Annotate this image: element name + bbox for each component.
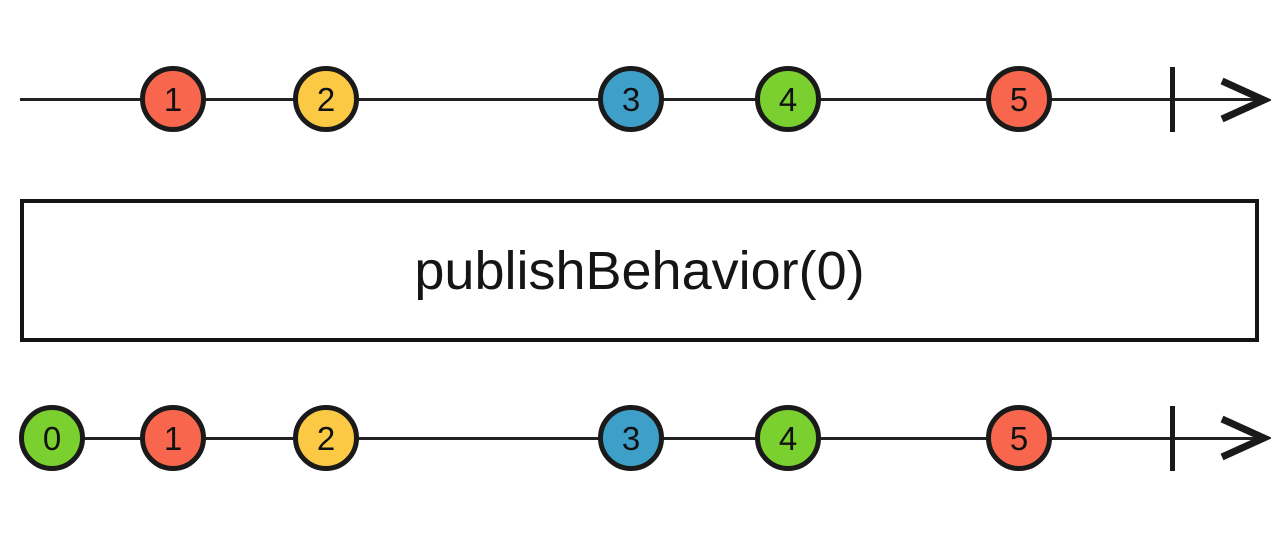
marble-label: 5 xyxy=(1009,80,1029,118)
marble-label: 4 xyxy=(778,80,798,118)
marble-label: 3 xyxy=(621,80,641,118)
marble-label: 1 xyxy=(163,419,183,457)
output-arrowhead-icon xyxy=(1220,415,1271,461)
marble-4: 4 xyxy=(755,405,821,471)
marble-5: 5 xyxy=(986,405,1052,471)
marble-2[interactable]: 2 xyxy=(293,66,359,132)
output-end-tick xyxy=(1169,406,1175,471)
marble-5[interactable]: 5 xyxy=(986,66,1052,132)
marble-3: 3 xyxy=(598,405,664,471)
marble-1: 1 xyxy=(140,405,206,471)
marble-4[interactable]: 4 xyxy=(755,66,821,132)
marble-2: 2 xyxy=(293,405,359,471)
marble-3[interactable]: 3 xyxy=(598,66,664,132)
marble-label: 3 xyxy=(621,419,641,457)
operator-label: publishBehavior(0) xyxy=(414,240,865,301)
source-end-tick[interactable] xyxy=(1169,67,1175,132)
marble-label: 2 xyxy=(316,80,336,118)
marble-0: 0 xyxy=(19,405,85,471)
marble-label: 2 xyxy=(316,419,336,457)
marble-label: 4 xyxy=(778,419,798,457)
source-arrowhead-icon xyxy=(1220,77,1271,123)
operator-box: publishBehavior(0) xyxy=(20,199,1259,342)
marble-label: 0 xyxy=(42,419,62,457)
marble-1[interactable]: 1 xyxy=(140,66,206,132)
marble-label: 1 xyxy=(163,80,183,118)
marble-label: 5 xyxy=(1009,419,1029,457)
